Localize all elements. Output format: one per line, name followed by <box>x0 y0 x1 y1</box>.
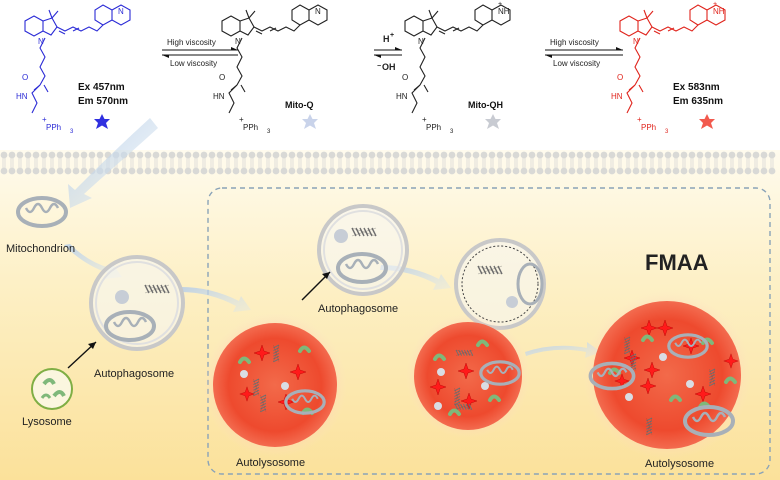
phosphonium-charge-label: + <box>42 115 47 124</box>
svg-text:+: + <box>390 32 394 39</box>
uptake-arrow <box>68 118 158 208</box>
nitrogen-label: N <box>235 37 241 46</box>
particle-dot <box>434 402 442 410</box>
charge-label: + <box>498 1 502 8</box>
enzyme-icon <box>488 394 501 402</box>
amide-nh-label: HN <box>396 92 408 101</box>
autolysosome-right <box>583 291 751 459</box>
phosphonium-label: PPh <box>46 123 61 132</box>
phosphonium-label: PPh <box>641 123 656 132</box>
charge-label: + <box>713 1 717 8</box>
autolysosome-contents <box>238 319 739 437</box>
equilibrium-right: High viscosity Low viscosity <box>545 38 623 68</box>
nitrogen-label: N <box>633 37 639 46</box>
enzyme-icon <box>669 394 682 402</box>
enzyme-icon <box>238 356 251 364</box>
quinoline-nitrogen-label: NH <box>498 7 510 16</box>
enzyme-icon <box>724 376 737 384</box>
particle-dot <box>281 382 289 390</box>
phosphonium-charge-label: + <box>422 115 427 124</box>
particle-dot <box>659 353 667 361</box>
fluorescence-star-icon <box>94 114 110 129</box>
particle-dot <box>686 380 694 388</box>
oxygen-label: O <box>219 73 225 82</box>
excitation-label: Ex 583nm <box>673 82 720 93</box>
enzyme-icon <box>448 408 461 416</box>
equilibrium-middle: H + − OH <box>374 32 402 72</box>
fluorescence-star-icon <box>699 114 715 129</box>
particle-dot <box>481 382 489 390</box>
autolysosome-middle <box>406 314 530 438</box>
phosphonium-label: PPh <box>243 123 258 132</box>
phosphonium-charge-label: + <box>239 115 244 124</box>
phosphonium-label: PPh <box>426 123 441 132</box>
mitochondrion-label: Mitochondrion <box>6 243 75 255</box>
autophagosome-left-label: Autophagosome <box>94 368 174 380</box>
phenyl-count-label: 3 <box>70 129 74 135</box>
amide-nh-label: HN <box>16 92 28 101</box>
molecule-name: Mito-QH <box>468 100 503 110</box>
phenyl-count-label: 3 <box>267 129 271 135</box>
emission-label: Em 635nm <box>673 96 723 107</box>
particle-dot <box>437 368 445 376</box>
enzyme-icon <box>298 345 311 353</box>
left-reverse-label: Low viscosity <box>170 59 217 68</box>
molecule-structure: N N O HN +PPh 3 Ex 457nm Em 570nm <box>16 4 131 135</box>
quinoline-nitrogen-label: N <box>118 7 124 16</box>
lysosome <box>31 368 73 410</box>
nitrogen-label: N <box>38 37 44 46</box>
enzyme-icon <box>433 353 446 361</box>
svg-text:−: − <box>377 63 381 70</box>
particle-dot <box>625 393 633 401</box>
phenyl-count-label: 3 <box>450 129 454 135</box>
excitation-label: Ex 457nm <box>78 82 125 93</box>
fmaa-box <box>207 187 771 475</box>
autolysosome-left-label: Autolysosome <box>236 457 305 469</box>
autophagosome-left <box>89 255 185 351</box>
phosphonium-charge-label: + <box>637 115 642 124</box>
left-forward-label: High viscosity <box>167 38 216 47</box>
autophagosome-top <box>317 204 409 296</box>
emission-label: Em 570nm <box>78 96 128 107</box>
molecule-structure: N N O HN +PPh 3 Mito-Q <box>213 4 328 135</box>
molecule-name: Mito-Q <box>285 100 314 110</box>
enzyme-icon <box>476 339 489 347</box>
autolysosome-right-label: Autolysosome <box>645 458 714 470</box>
amide-nh-label: HN <box>213 92 225 101</box>
oxygen-label: O <box>617 73 623 82</box>
autolysosome-left <box>203 313 347 457</box>
autophagosome-top-label: Autophagosome <box>318 303 398 315</box>
quinoline-nitrogen-label: NH <box>713 7 725 16</box>
enzyme-icon <box>641 334 654 342</box>
middle-reverse-label: OH <box>382 62 396 72</box>
amide-nh-label: HN <box>611 92 623 101</box>
arrow-to-autolysosome <box>180 287 251 312</box>
fmaa-title: FMAA <box>645 250 709 275</box>
nitrogen-label: N <box>418 37 424 46</box>
equilibrium-left: High viscosity Low viscosity <box>162 38 238 68</box>
particle-dot <box>240 370 248 378</box>
lysosome-label: Lysosome <box>22 416 72 428</box>
fluorescence-star-icon <box>485 114 501 129</box>
right-forward-label: High viscosity <box>550 38 599 47</box>
right-reverse-label: Low viscosity <box>553 59 600 68</box>
arrow-to-final-autolysosome <box>525 342 601 358</box>
middle-forward-label: H <box>383 34 390 44</box>
cell-membrane <box>0 151 776 175</box>
oxygen-label: O <box>402 73 408 82</box>
enzyme-icon <box>701 337 714 345</box>
fluorescence-star-icon <box>302 114 318 129</box>
quinoline-nitrogen-label: N <box>315 7 321 16</box>
oxygen-label: O <box>22 73 28 82</box>
phenyl-count-label: 3 <box>665 129 669 135</box>
